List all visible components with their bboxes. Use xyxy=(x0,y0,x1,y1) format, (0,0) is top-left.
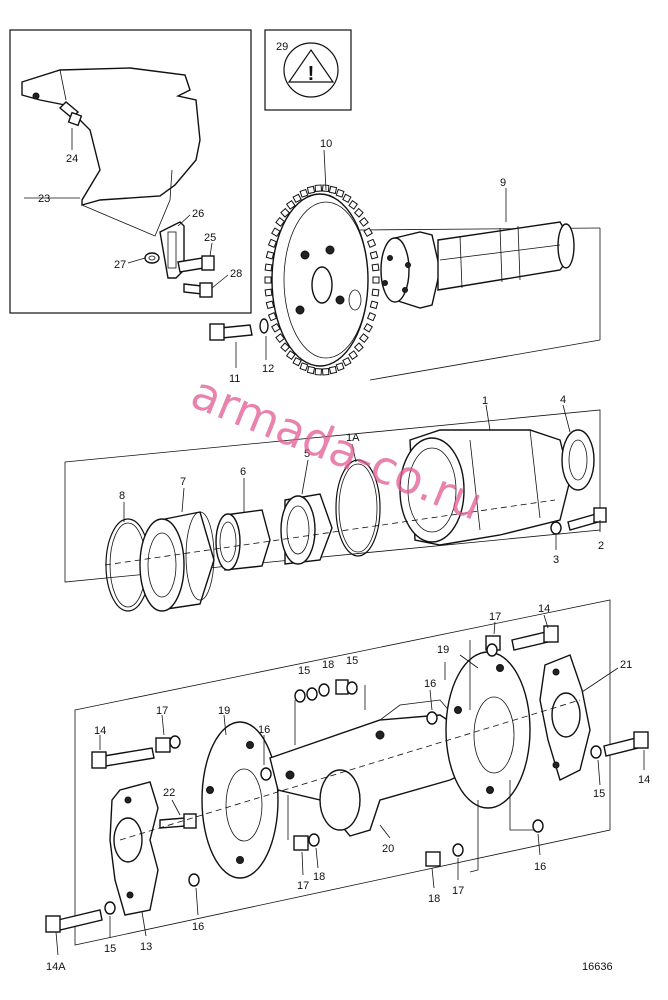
gear-tooth xyxy=(314,184,323,192)
part-label-14-top: 14 xyxy=(538,603,550,615)
part-label-19-left: 19 xyxy=(218,705,230,717)
gear-tooth xyxy=(267,238,278,248)
part-label-18-right: 18 xyxy=(428,893,440,905)
part-label-13: 13 xyxy=(140,941,152,953)
part-label-25: 25 xyxy=(204,232,216,244)
part-label-17-right: 17 xyxy=(452,885,464,897)
part-label-17-bottom: 17 xyxy=(297,880,309,892)
part-label-1A: 1A xyxy=(346,432,360,444)
gear-tooth xyxy=(371,263,380,272)
gear-tooth xyxy=(348,199,359,210)
gear-tooth xyxy=(348,350,359,361)
gear-tooth xyxy=(328,365,338,375)
gear-tooth xyxy=(264,288,273,297)
gear-tooth xyxy=(372,276,380,284)
gear-tooth xyxy=(292,356,302,367)
gear-tooth xyxy=(265,300,275,310)
part-label-19-right: 19 xyxy=(437,644,449,656)
part-label-15-bottom: 15 xyxy=(104,943,116,955)
part-label-3: 3 xyxy=(553,554,559,566)
gear-tooth xyxy=(275,217,286,227)
part-label-17-top: 17 xyxy=(489,611,501,623)
gear-tooth xyxy=(371,288,380,297)
gear-tooth xyxy=(285,199,296,210)
gear-tooth xyxy=(314,368,323,376)
part-label-14-right: 14 xyxy=(638,774,650,786)
part-label-29: 29 xyxy=(276,41,288,53)
gear-tooth xyxy=(280,342,291,353)
gear-tooth xyxy=(265,250,275,260)
drawing-number: 16636 xyxy=(582,961,613,973)
part-label-18-top: 18 xyxy=(322,659,334,671)
gear-tooth xyxy=(306,365,316,375)
part-label-27: 27 xyxy=(114,259,126,271)
gear-tooth xyxy=(271,227,281,238)
camshaft-gear-group xyxy=(209,149,601,381)
part-label-11: 11 xyxy=(229,373,240,385)
part-label-1: 1 xyxy=(482,395,488,407)
gear-tooth xyxy=(292,193,302,204)
gear-tooth xyxy=(264,263,273,272)
part-label-18-bottom: 18 xyxy=(313,871,325,883)
part-labels: 24 23 26 25 27 28 29 10 9 11 12 1 4 1A 5… xyxy=(38,41,650,973)
gear-tooth xyxy=(358,333,369,343)
gear-tooth xyxy=(299,362,309,372)
part-label-23: 23 xyxy=(38,193,50,205)
inset-detail-box xyxy=(9,29,252,314)
gear-tooth xyxy=(369,250,379,260)
part-label-4: 4 xyxy=(560,394,566,406)
part-label-17-left: 17 xyxy=(156,705,168,717)
part-label-2: 2 xyxy=(598,540,604,552)
part-label-28: 28 xyxy=(230,268,242,280)
gear-tooth xyxy=(353,342,364,353)
gear-tooth xyxy=(369,300,379,310)
gear-tooth xyxy=(353,207,364,218)
gear-tooth xyxy=(366,238,377,248)
part-label-16-left: 16 xyxy=(258,724,270,736)
part-label-14-left: 14 xyxy=(94,725,106,737)
part-label-22: 22 xyxy=(163,787,175,799)
gear-tooth xyxy=(280,207,291,218)
part-label-7: 7 xyxy=(180,476,186,488)
part-label-15-top-a: 15 xyxy=(298,665,310,677)
gear-tooth xyxy=(358,217,369,227)
part-label-21: 21 xyxy=(620,659,632,671)
part-label-26: 26 xyxy=(192,208,204,220)
bracket-assembly-plate xyxy=(45,599,649,956)
gear-tooth xyxy=(271,322,281,333)
gear-tooth xyxy=(328,185,338,195)
gear-tooth xyxy=(335,362,345,372)
gear-tooth xyxy=(366,312,377,322)
part-label-16-mid: 16 xyxy=(424,678,436,690)
warning-box: ! xyxy=(264,29,352,111)
part-label-16-bottom: 16 xyxy=(192,921,204,933)
gear-tooth xyxy=(267,312,278,322)
gear-tooth xyxy=(299,188,309,198)
part-label-16-right: 16 xyxy=(534,861,546,873)
gear-tooth xyxy=(342,356,352,367)
part-label-6: 6 xyxy=(240,466,246,478)
part-label-8: 8 xyxy=(119,490,125,502)
gear-tooth xyxy=(363,322,373,333)
part-label-20: 20 xyxy=(382,843,394,855)
gear-tooth xyxy=(363,227,373,238)
part-label-15-right: 15 xyxy=(593,788,605,800)
bearing-assembly-plate xyxy=(64,404,607,612)
gear-tooth xyxy=(275,333,286,343)
gear-tooth xyxy=(264,276,272,284)
gear-tooth xyxy=(306,185,316,195)
gear-tooth xyxy=(285,350,296,361)
gear-tooth xyxy=(342,193,352,204)
part-label-10: 10 xyxy=(320,138,332,150)
part-label-24: 24 xyxy=(66,153,78,165)
warning-symbol: ! xyxy=(308,63,315,85)
gear-tooth xyxy=(335,188,345,198)
part-label-15-top-b: 15 xyxy=(346,655,358,667)
part-label-12: 12 xyxy=(262,363,274,375)
gear-tooth xyxy=(321,368,330,376)
part-label-5: 5 xyxy=(304,448,310,460)
part-label-14A: 14A xyxy=(46,961,66,973)
part-label-9: 9 xyxy=(500,177,506,189)
